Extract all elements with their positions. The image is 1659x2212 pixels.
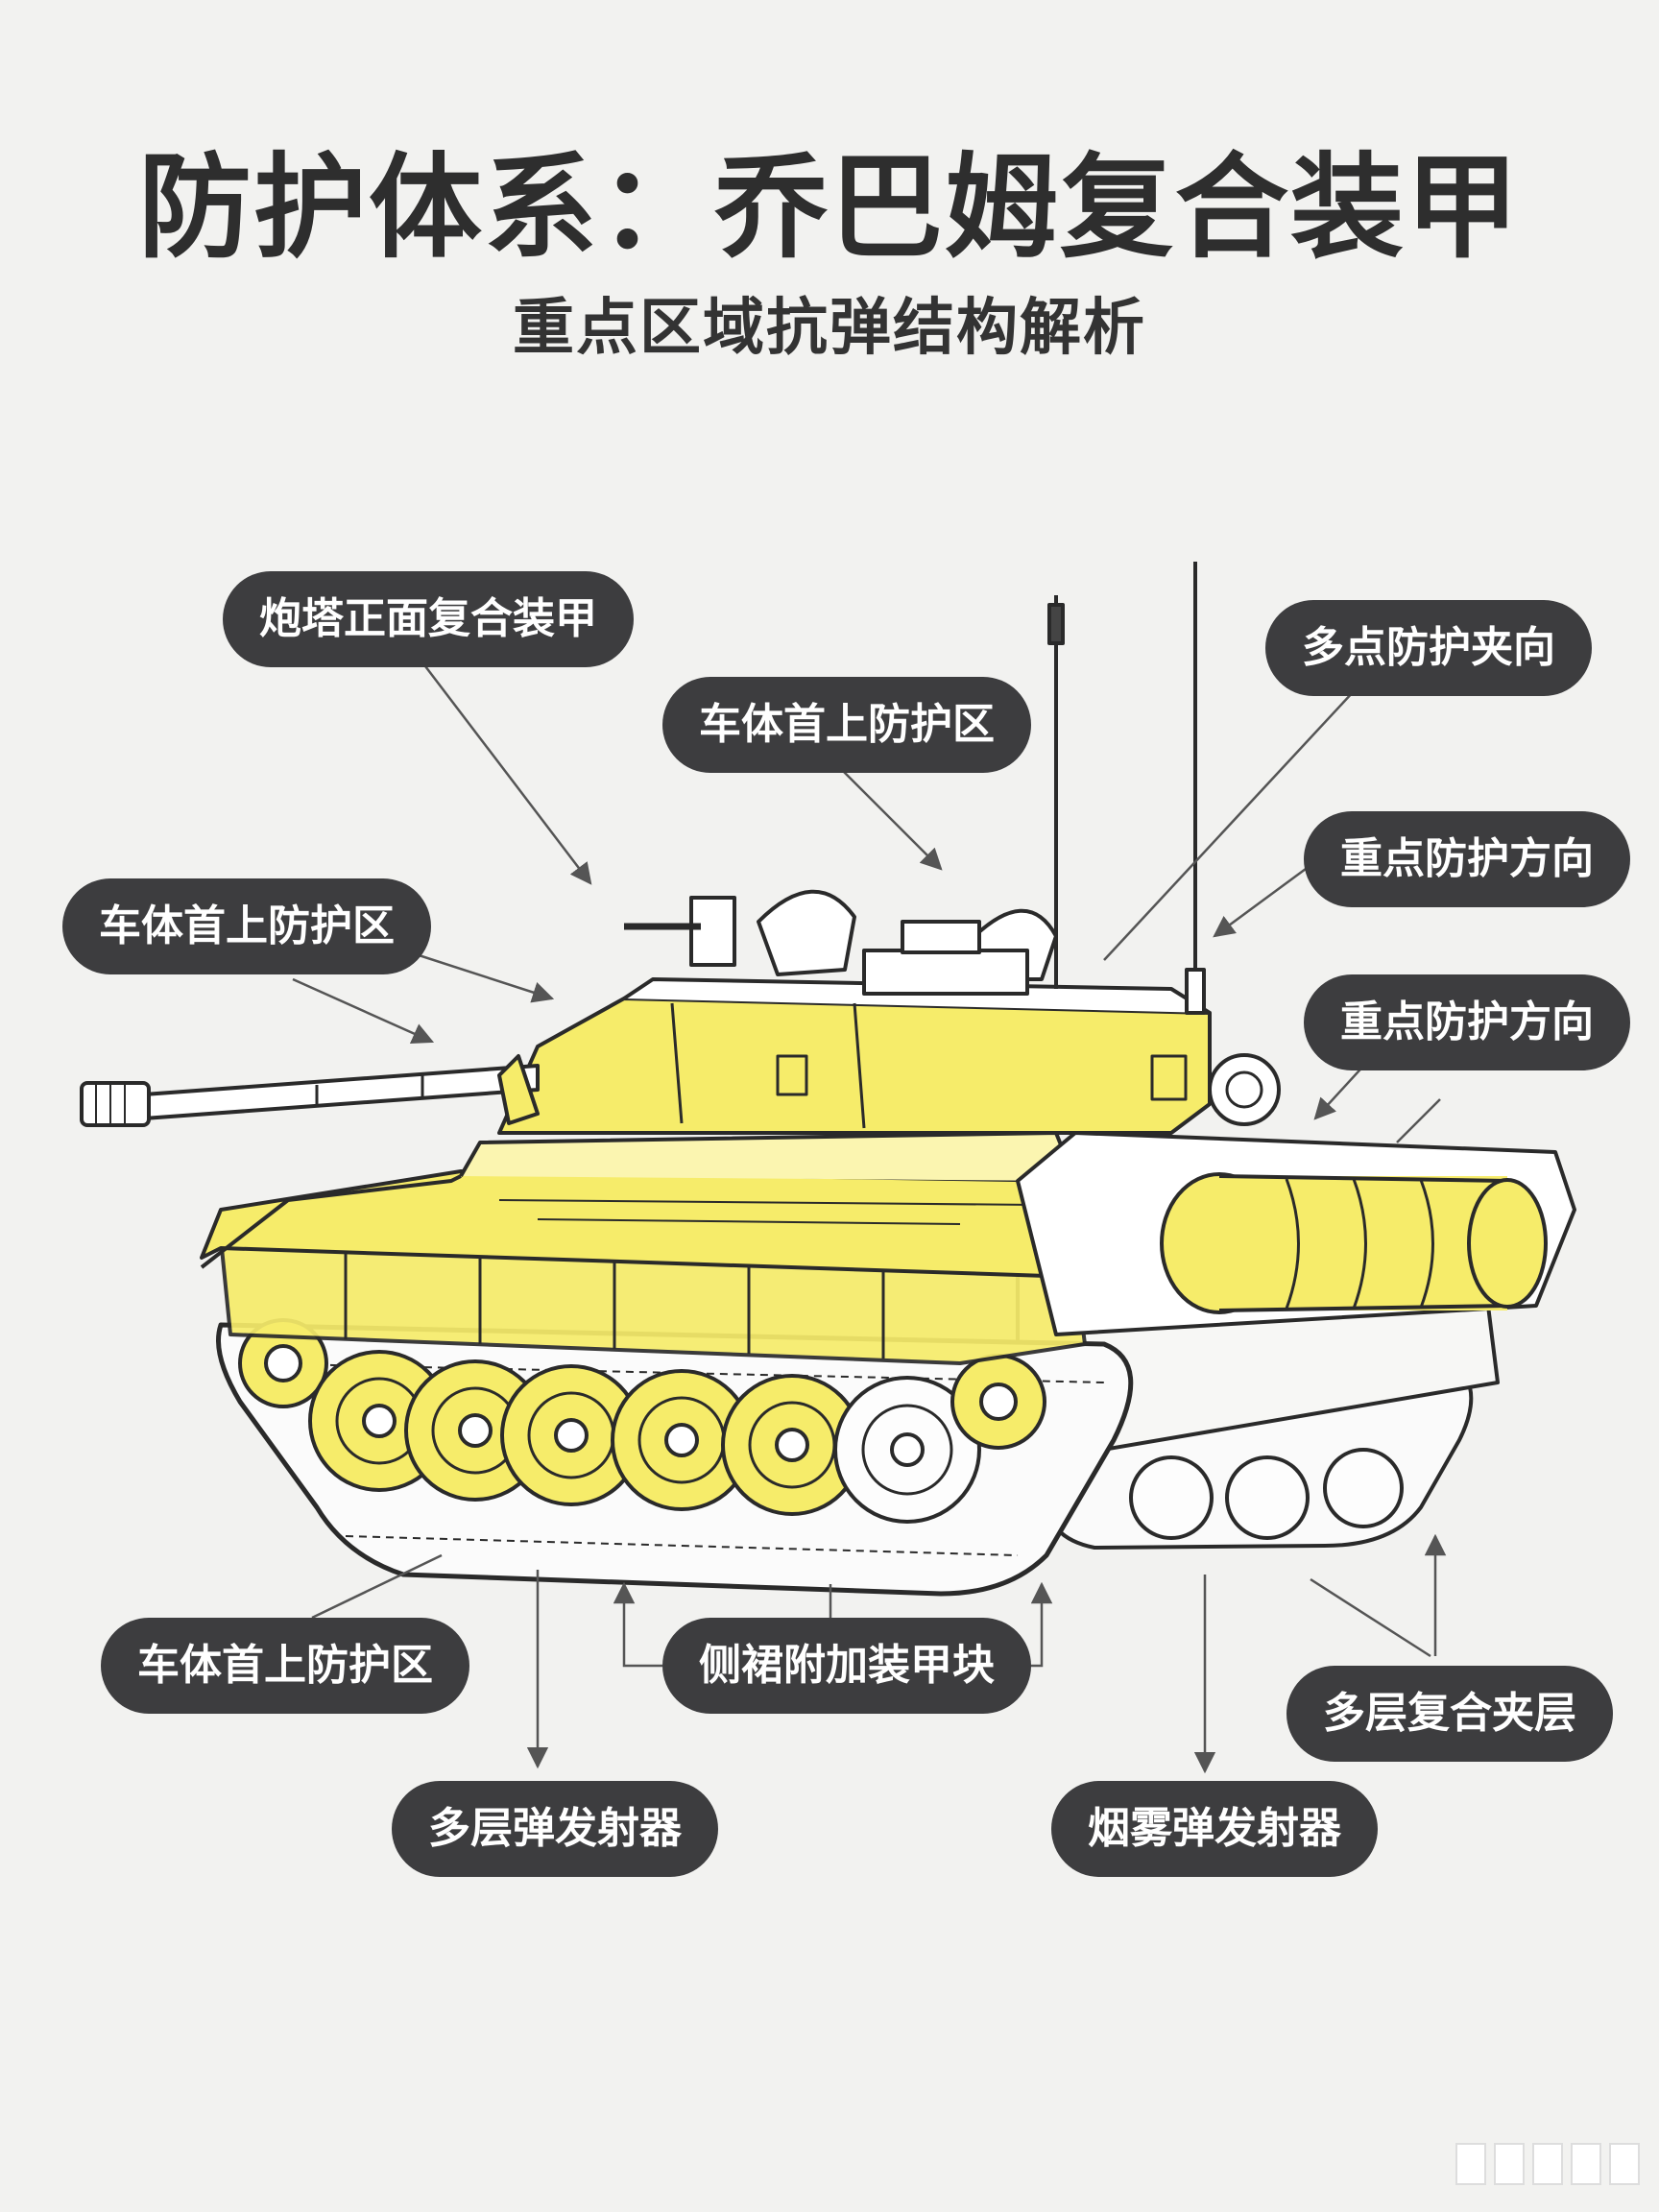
label-side-skirt-armor: 侧裙附加装甲块 — [662, 1618, 1031, 1714]
engine-cylinders — [1160, 1172, 1548, 1314]
label-key-protection-direction-1: 重点防护方向 — [1304, 811, 1630, 907]
label-turret-front-armor: 炮塔正面复合装甲 — [223, 571, 634, 667]
drive-sprocket — [950, 1354, 1046, 1450]
label-hull-upper-left: 车体首上防护区 — [62, 878, 431, 974]
muzzle-brake — [80, 1081, 151, 1127]
gun-mantlet — [497, 1054, 540, 1125]
label-multi-point-protection: 多点防护夹向 — [1265, 600, 1592, 696]
rear-wheels — [1129, 1448, 1404, 1540]
main-gun-barrel — [142, 1064, 540, 1120]
label-key-protection-direction-2: 重点防护方向 — [1304, 974, 1630, 1070]
cupola — [862, 949, 1029, 996]
label-multi-layer-composite: 多层复合夹层 — [1286, 1666, 1613, 1762]
hull-deck — [459, 1131, 1077, 1182]
label-hull-upper-top: 车体首上防护区 — [662, 677, 1031, 773]
road-wheel — [238, 1318, 328, 1408]
page-subtitle: 重点区域抗弹结构解析 — [513, 293, 1146, 364]
watermark — [1455, 2143, 1640, 2185]
label-multi-layer-launcher: 多层弹发射器 — [392, 1781, 718, 1877]
tank-illustration — [80, 562, 1576, 1597]
page-title: 防护体系：乔巴姆复合装甲 — [137, 141, 1521, 274]
road-wheels — [238, 1318, 1046, 1524]
roof-machine-gun — [624, 896, 736, 967]
hull-glacis — [200, 1174, 462, 1269]
commander-sight — [757, 889, 856, 976]
leader-lines — [292, 661, 1447, 1774]
label-smoke-grenade-launcher: 烟雾弹发射器 — [1051, 1781, 1378, 1877]
turret-rear-sight — [1208, 1053, 1281, 1126]
label-hull-upper-bottom: 车体首上防护区 — [101, 1618, 469, 1714]
road-wheel — [833, 1376, 981, 1524]
